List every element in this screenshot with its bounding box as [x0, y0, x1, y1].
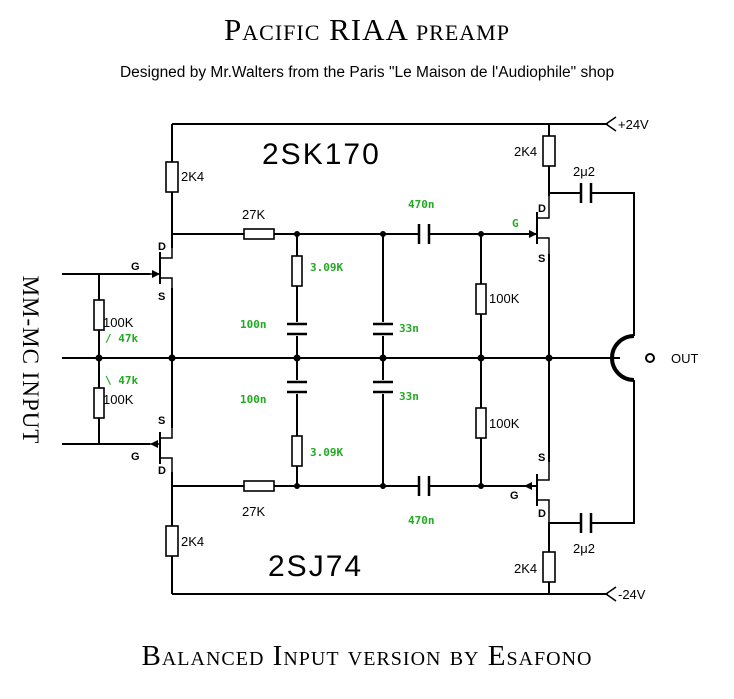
capacitor-470n-top [417, 224, 431, 244]
label-r-input-alt-top: / 47k [105, 332, 138, 345]
diagram-footer: Balanced Input version by Esafono [141, 640, 593, 672]
diagram-subtitle: Designed by Mr.Walters from the Paris "L… [119, 64, 615, 81]
label-c-coupling-top: 470n [408, 198, 435, 211]
wires [62, 123, 635, 595]
resistor-100k-top-right [475, 283, 487, 315]
label-c-riaa-top: 100n [240, 318, 267, 331]
pin-drain-in-top: D [158, 241, 166, 253]
junctions [95, 231, 553, 489]
pin-drain-in-bottom: D [158, 465, 166, 477]
jfet-input-top [150, 248, 173, 288]
pin-gate-in-top: G [131, 261, 140, 273]
label-r-gate-top: 100K [489, 291, 520, 306]
output-jack [610, 328, 655, 388]
label-c-riaa-bottom: 100n [240, 393, 267, 406]
capacitor-470n-bottom [417, 476, 431, 496]
label-c-shunt-bottom: 33n [399, 390, 419, 403]
label-c-coupling-bottom: 470n [408, 514, 435, 527]
label-output: OUT [671, 351, 699, 366]
capacitor-100n-bottom [287, 380, 307, 394]
label-r-input-alt-bottom: \ 47k [105, 374, 138, 387]
label-r-out-drain-bottom: 2K4 [514, 561, 537, 576]
supply-arrows [604, 116, 617, 602]
label-r-riaa-top: 3.09K [310, 261, 343, 274]
pin-gate-out-top: G [512, 217, 519, 230]
label-supply-positive: +24V [618, 117, 649, 132]
capacitors [287, 183, 593, 533]
pin-source-out-bottom: S [538, 452, 545, 464]
label-r-drain-bottom: 2K4 [181, 534, 204, 549]
jfet-output-bottom [524, 462, 550, 522]
resistor-309k-top [291, 255, 303, 287]
label-r-drain-top: 2K4 [181, 169, 204, 184]
jfet-input-bottom [150, 428, 173, 472]
label-c-shunt-top: 33n [399, 322, 419, 335]
resistors [93, 135, 556, 583]
label-r-input-bottom: 100K [103, 392, 134, 407]
pin-source-in-bottom: S [158, 415, 165, 427]
pin-gate-in-bottom: G [131, 451, 140, 463]
resistor-2k4-bottom-right [542, 551, 556, 583]
labels: 2SK170 2SJ74 +24V -24V OUT 2K4 2K4 27K 2… [103, 117, 699, 602]
pin-drain-out-bottom: D [538, 508, 546, 520]
capacitor-33n-top [373, 322, 393, 336]
capacitor-100n-top [287, 322, 307, 336]
resistor-309k-bottom [291, 435, 303, 467]
resistor-2k4-top-left [165, 161, 179, 193]
capacitor-2u2-top [579, 183, 593, 203]
label-r-out-drain-top: 2K4 [514, 144, 537, 159]
label-c-out-top: 2μ2 [573, 164, 595, 179]
resistor-2k4-bottom-left [165, 525, 179, 557]
capacitor-2u2-bottom [579, 513, 593, 533]
label-supply-negative: -24V [618, 587, 646, 602]
resistor-input-bottom [93, 387, 105, 419]
label-r-series-bottom: 27K [242, 504, 265, 519]
resistor-27k-bottom [243, 480, 275, 492]
resistor-input-top [93, 299, 105, 331]
resistor-100k-bottom-right [475, 407, 487, 439]
jfet-output-top [524, 196, 550, 254]
pin-source-out-top: S [538, 253, 545, 265]
pin-source-in-top: S [158, 291, 165, 303]
label-r-gate-bottom: 100K [489, 416, 520, 431]
diagram-title: Pacific RIAA preamp [224, 12, 510, 47]
capacitor-33n-bottom [373, 380, 393, 394]
label-r-riaa-bottom: 3.09K [310, 446, 343, 459]
label-r-series-top: 27K [242, 207, 265, 222]
label-c-out-bottom: 2μ2 [573, 541, 595, 556]
label-2sk170: 2SK170 [262, 138, 381, 171]
resistor-2k4-top-right [542, 135, 556, 167]
label-r-input-top: 100K [103, 315, 134, 330]
resistor-27k-top [243, 228, 275, 240]
pin-gate-out-bottom: G [510, 490, 519, 502]
label-2sj74: 2SJ74 [268, 550, 363, 583]
pin-drain-out-top: D [538, 203, 546, 215]
